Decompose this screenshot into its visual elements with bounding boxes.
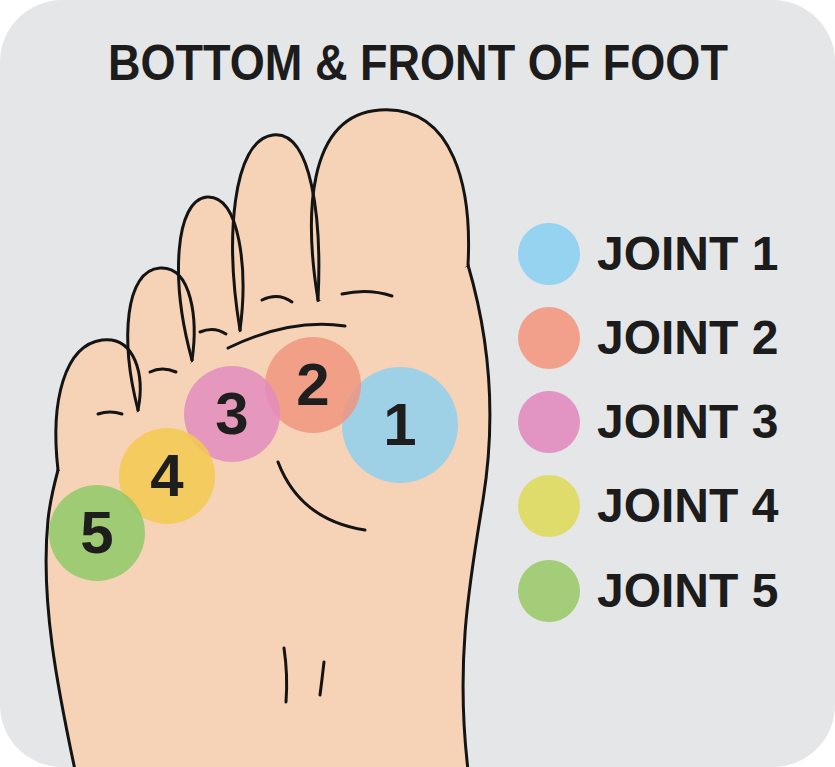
legend-label: JOINT 4 — [597, 482, 778, 530]
heel-line — [284, 648, 287, 702]
legend-swatch — [518, 391, 580, 453]
callout-number: 4 — [150, 446, 183, 506]
diagram-title: BOTTOM & FRONT OF FOOT — [107, 36, 727, 91]
callout-number: 1 — [383, 395, 416, 455]
legend-label: JOINT 1 — [597, 230, 778, 278]
callout-number: 2 — [296, 355, 329, 415]
legend-swatch — [518, 475, 580, 537]
toe-crease — [98, 412, 122, 414]
legend-entry: JOINT 4 — [518, 475, 778, 537]
legend-entry: JOINT 5 — [518, 560, 778, 622]
legend-swatch-box — [518, 560, 580, 622]
callout-number: 5 — [80, 503, 113, 563]
legend-swatch — [518, 307, 580, 369]
sole-crease — [278, 462, 365, 530]
heel-line — [320, 662, 324, 695]
legend-label: JOINT 2 — [597, 314, 778, 362]
callout-number: 3 — [215, 384, 248, 444]
toe-outline — [311, 110, 468, 300]
toe-crease — [150, 369, 176, 372]
legend-entry: JOINT 1 — [518, 223, 778, 285]
joint-circle: 5 — [49, 485, 145, 581]
toe-outline — [233, 135, 319, 330]
legend-swatch — [518, 223, 580, 285]
legend-entry: JOINT 2 — [518, 307, 778, 369]
toe-outline — [128, 268, 194, 410]
legend-entry: JOINT 3 — [518, 391, 778, 453]
title-block: BOTTOM & FRONT OF FOOT — [0, 36, 835, 91]
legend-swatch-box — [518, 223, 580, 285]
legend-swatch-box — [518, 307, 580, 369]
legend-swatch — [518, 560, 580, 622]
toe-crease — [262, 296, 292, 302]
legend-swatch-box — [518, 475, 580, 537]
legend-label: JOINT 5 — [597, 567, 778, 615]
toe-crease — [342, 291, 392, 296]
toe-fill — [233, 135, 319, 350]
toe-fill — [311, 110, 468, 320]
legend-swatch-box — [518, 391, 580, 453]
legend-label: JOINT 3 — [597, 398, 778, 446]
toe-crease — [200, 329, 226, 334]
joint-circle-fill — [49, 485, 145, 581]
